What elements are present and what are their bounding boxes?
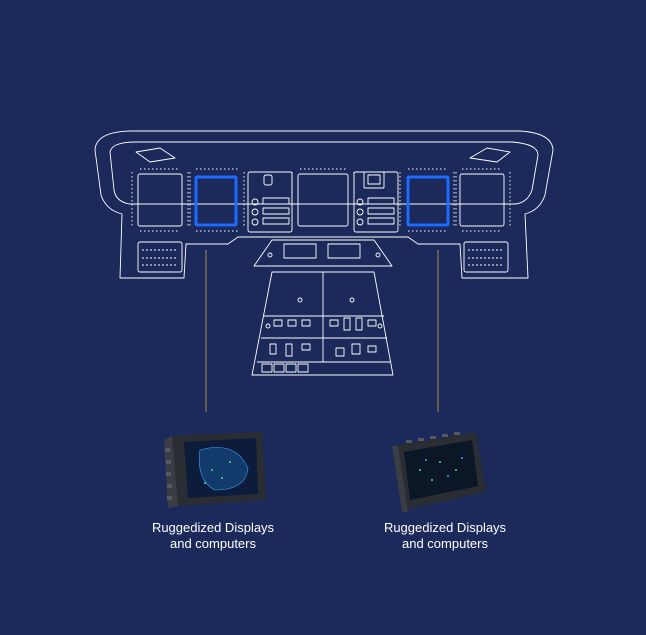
highlighted-display-right	[406, 175, 450, 227]
glareshield-inner	[109, 141, 539, 205]
device-caption-right: Ruggedized Displays and computers	[345, 520, 545, 552]
device-image-left	[164, 432, 266, 508]
pedestal-switches	[265, 297, 383, 357]
caption-line-2: and computers	[170, 536, 256, 551]
bezel-buttons	[131, 168, 511, 232]
left-control-panel	[247, 171, 293, 233]
standby-instrument	[363, 171, 385, 189]
display-outer-left	[137, 173, 183, 227]
right-bracket	[469, 147, 511, 163]
left-lower-panel	[137, 241, 183, 273]
device-image-right	[392, 432, 486, 512]
display-center	[297, 173, 349, 227]
caption-line-1: Ruggedized Displays	[383, 520, 507, 535]
pedestal-console	[251, 271, 394, 376]
left-bracket	[135, 147, 176, 163]
caption-line-1: Ruggedized Displays	[151, 520, 275, 535]
highlighted-display-left	[194, 175, 238, 227]
display-outer-right	[459, 173, 505, 227]
glareshield-outline	[94, 130, 554, 279]
right-lower-panel	[463, 241, 509, 273]
caption-line-2: and computers	[402, 536, 488, 551]
device-caption-left: Ruggedized Displays and computers	[113, 520, 313, 552]
right-control-panel	[353, 171, 399, 233]
pedestal-keys	[261, 363, 309, 373]
center-upper-console	[253, 239, 393, 267]
